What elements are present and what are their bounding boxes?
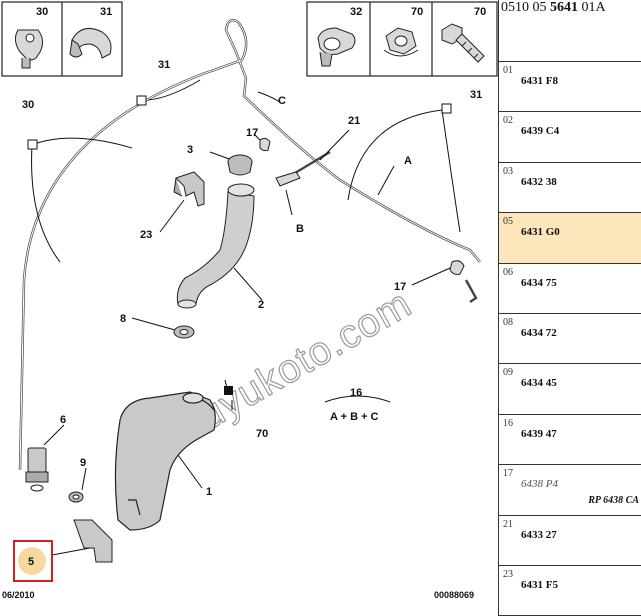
detail-box-fasteners: 32 70 70 [306, 1, 498, 77]
parts-row-01[interactable]: 01 6431 F8 [499, 62, 641, 113]
marker-31b [441, 103, 452, 114]
row-index: 17 [503, 468, 513, 480]
callout-3: 3 [187, 144, 193, 156]
row-code: 6434 45 [521, 377, 557, 390]
parts-row-09[interactable]: 09 6434 45 [499, 364, 641, 415]
seal-8-icon [173, 325, 195, 339]
highlight-circle [18, 547, 46, 575]
filler-neck-2-icon [176, 183, 255, 309]
parts-row-06[interactable]: 06 6434 75 [499, 264, 641, 314]
header-part3: 01A [581, 0, 606, 15]
clip-32-icon [317, 27, 356, 67]
pump-6-icon [25, 447, 49, 492]
footer-date: 06/2010 [2, 590, 35, 600]
clip-17-icon [259, 137, 271, 152]
parts-row-05-selected[interactable]: 05 6431 G0 [499, 213, 641, 264]
row-code: 6439 47 [521, 427, 557, 440]
parts-list-panel: 0510 05 5641 01A 01 6431 F8 02 6439 C4 0… [498, 0, 641, 616]
detail-box-clips: 30 31 [1, 1, 123, 77]
parts-row-23[interactable]: 23 6431 F5 [499, 566, 641, 616]
parts-row-16[interactable]: 16 6439 47 [499, 415, 641, 466]
leader-lines [31, 79, 461, 556]
parts-diagram: 30 31 32 70 70 [1, 1, 498, 600]
callout-17: 17 [246, 127, 258, 139]
diagram-svg: 30 31 32 70 70 [1, 1, 498, 600]
callout-70b-box: 70 [474, 6, 486, 18]
row-code: 6439 C4 [521, 125, 560, 138]
callout-17b: 17 [394, 281, 406, 293]
header-part1: 0510 05 [501, 0, 547, 15]
row-code: 6431 F8 [521, 75, 558, 87]
parts-row-02[interactable]: 02 6439 C4 [499, 112, 641, 163]
parts-row-21[interactable]: 21 6433 27 [499, 516, 641, 566]
callout-1: 1 [206, 486, 212, 498]
callout-23: 23 [140, 229, 152, 241]
callout-32-box: 32 [350, 6, 362, 18]
callout-9: 9 [80, 457, 86, 469]
callout-6: 6 [60, 414, 66, 426]
row-index: 21 [503, 518, 513, 530]
row-index: 02 [503, 115, 513, 127]
clip-17b-icon [449, 260, 465, 275]
row-index: 23 [503, 568, 513, 580]
nut-70-icon [383, 27, 419, 57]
panel-header: 0510 05 5641 01A [499, 0, 641, 62]
parts-row-03[interactable]: 03 6432 38 [499, 163, 641, 214]
bracket-5-icon [73, 519, 113, 563]
marker-30 [27, 139, 38, 150]
callout-31: 31 [158, 59, 170, 71]
row-code: 6434 72 [521, 326, 557, 339]
parts-row-08[interactable]: 08 6434 72 [499, 314, 641, 365]
row-index: 16 [503, 417, 513, 429]
callout-5: 5 [28, 556, 34, 568]
parts-row-17[interactable]: 17 6438 P4 RP 6438 CA [499, 465, 641, 516]
row-code: 6432 38 [521, 175, 557, 188]
callout-70: 70 [256, 428, 268, 440]
connector-21-icon [275, 171, 301, 187]
row-code: 6431 F5 [521, 578, 558, 591]
row-index: 03 [503, 165, 513, 177]
highlight-box [13, 540, 53, 582]
callout-16: 16 [350, 387, 362, 399]
row-replacement: RP 6438 CA [588, 495, 639, 507]
callout-8: 8 [120, 313, 126, 325]
callout-31-box: 31 [100, 6, 112, 18]
row-index: 06 [503, 266, 513, 278]
row-code-superseded: 6438 P4 [521, 478, 558, 491]
callout-16-subtitle: A + B + C [330, 411, 379, 423]
row-code: 6433 27 [521, 528, 557, 541]
clip-31-icon [69, 27, 112, 59]
row-code: 6431 G0 [521, 226, 560, 239]
marker-31 [136, 95, 147, 106]
grommet-9-icon [68, 491, 84, 503]
callout-30: 30 [22, 99, 34, 111]
row-index: 09 [503, 367, 513, 379]
marker-70 [224, 386, 233, 395]
callout-B: B [296, 223, 304, 235]
callout-21: 21 [348, 115, 360, 127]
callout-31b: 31 [470, 89, 482, 101]
cap-3-icon [227, 154, 253, 176]
callout-C: C [278, 95, 286, 107]
callout-A: A [404, 155, 412, 167]
row-index: 08 [503, 316, 513, 328]
row-code: 6434 75 [521, 276, 557, 289]
callout-30-box: 30 [36, 6, 48, 18]
bracket-23-icon [173, 171, 205, 207]
row-index: 05 [503, 216, 513, 228]
clip-30-icon [14, 29, 44, 69]
callout-2: 2 [258, 299, 264, 311]
bolt-70-icon [441, 23, 485, 63]
callout-70-box: 70 [411, 6, 423, 18]
row-index: 01 [503, 65, 513, 76]
footer-ref: 00088069 [434, 590, 474, 600]
reservoir-1-icon [114, 391, 216, 531]
header-part2: 5641 [550, 0, 578, 15]
